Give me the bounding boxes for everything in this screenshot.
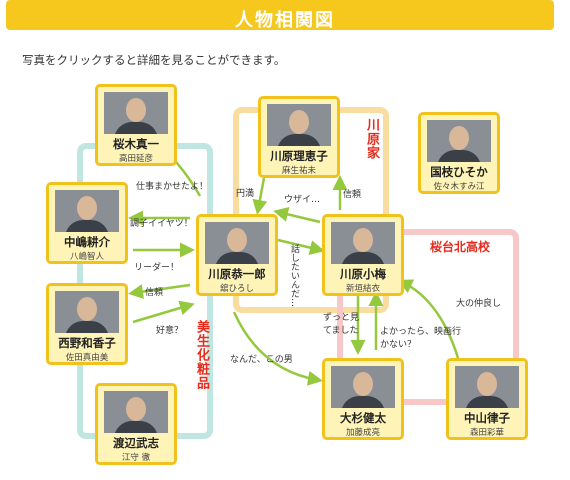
arrow-kyoichiro-to-koume xyxy=(277,238,325,255)
character-name: 中嶋耕介 xyxy=(64,235,110,249)
character-name: 桜木真一 xyxy=(113,137,159,151)
card-sakuragi[interactable]: 桜木真一 高田延彦 xyxy=(95,84,177,166)
relation-label: 信頼 xyxy=(145,288,164,298)
character-name: 大杉健太 xyxy=(340,411,386,425)
card-rieko[interactable]: 川原理恵子 麻生祐未 xyxy=(258,96,340,178)
arrow-kyoichiro-to-nishino xyxy=(128,283,191,300)
sakuradai-high-frame xyxy=(337,229,519,405)
character-name: 川原理恵子 xyxy=(270,149,328,163)
actor-name: 加藤成亮 xyxy=(345,428,380,438)
actor-name: 高田延彦 xyxy=(118,154,153,164)
actor-name: 佐田真由美 xyxy=(65,353,109,363)
card-osugi[interactable]: 大杉健太 加藤成亮 xyxy=(322,358,404,440)
intro-text: 写真をクリックすると詳細を見ることができます。 xyxy=(22,53,286,67)
card-nakajima[interactable]: 中嶋耕介 八嶋智人 xyxy=(46,182,128,264)
relation-label: 調子イイヤツ！ xyxy=(130,219,193,229)
character-name: 西野和香子 xyxy=(58,336,116,350)
group-label-kawahara: 川原家 xyxy=(364,118,379,160)
arrow-kyoichiro-to-osugi xyxy=(232,311,323,386)
arrow-ritsuko-to-koume xyxy=(397,279,460,359)
actor-name: 麻生祐未 xyxy=(281,166,316,176)
card-nishino[interactable]: 西野和香子 佐田真由美 xyxy=(46,283,128,365)
arrow-rieko-to-kyoichiro xyxy=(252,177,268,215)
relation-label: なんだ、この男 xyxy=(230,355,293,365)
group-label-bisei: 美生化粧品 xyxy=(194,320,209,390)
arrow-nishino-to-kyoichiro xyxy=(132,300,195,324)
card-watanabe[interactable]: 渡辺武志 江守 徹 xyxy=(95,383,177,465)
photo-watanabe xyxy=(104,391,168,433)
photo-osugi xyxy=(331,366,395,408)
relation-label: 大の仲良し xyxy=(456,299,502,309)
character-name: 川原恭一郎 xyxy=(208,267,266,281)
character-name: 川原小梅 xyxy=(340,267,386,281)
photo-sakuragi xyxy=(104,92,168,134)
card-koume[interactable]: 川原小梅 新垣結衣 xyxy=(322,214,404,296)
photo-kyoichiro xyxy=(205,222,269,264)
actor-name: 八嶋智人 xyxy=(69,252,104,262)
group-label-sakuradai: 桜台北高校 xyxy=(430,240,491,254)
card-nakayama[interactable]: 中山律子 森田彩華 xyxy=(446,358,528,440)
banner-background xyxy=(6,0,554,30)
card-kyoichiro[interactable]: 川原恭一郎 舘ひろし xyxy=(196,214,278,296)
relation-label: 仕事まかせたよ！ xyxy=(136,182,209,192)
character-name: 渡辺武志 xyxy=(113,436,159,450)
photo-rieko xyxy=(267,104,331,146)
photo-nishino xyxy=(55,291,119,333)
card-kunieda[interactable]: 国枝ひそか 佐々木すみ江 xyxy=(418,112,500,194)
character-name: 国枝ひそか xyxy=(430,165,488,179)
actor-name: 佐々木すみ江 xyxy=(433,182,485,192)
character-name: 中山律子 xyxy=(464,411,510,425)
relation-label: 信頼 xyxy=(343,190,362,200)
photo-nakajima xyxy=(55,190,119,232)
relation-label: 円満 xyxy=(236,189,255,199)
relation-label: 話したいんだ… xyxy=(289,244,299,307)
relation-label: ずっと見てました xyxy=(323,313,360,336)
actor-name: 森田彩華 xyxy=(469,428,504,438)
relation-label: よかったら、映画行かない？ xyxy=(380,327,462,350)
photo-koume xyxy=(331,222,395,264)
relation-label: 好意？ xyxy=(156,326,184,336)
relation-label: ウザイ… xyxy=(284,195,321,205)
page-title: 人物相関図 xyxy=(235,10,335,31)
actor-name: 舘ひろし xyxy=(219,284,254,294)
actor-name: 江守 徹 xyxy=(121,453,151,463)
photo-nakayama xyxy=(455,366,519,408)
header-banner: 人物相関図 xyxy=(0,0,570,32)
photo-kunieda xyxy=(427,120,491,162)
arrow-koume-to-kyoichiro xyxy=(273,207,321,224)
actor-name: 新垣結衣 xyxy=(345,284,380,294)
relation-label: リーダー！ xyxy=(134,263,180,273)
